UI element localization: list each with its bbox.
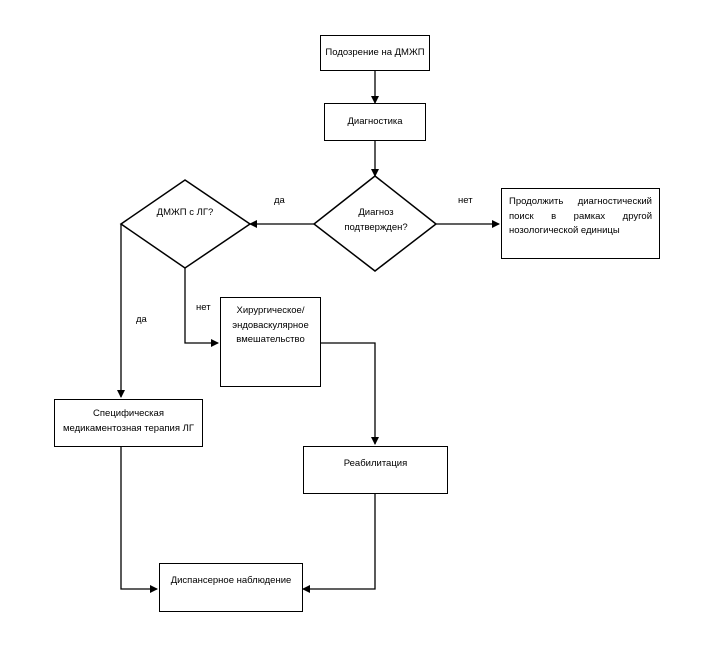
node-dispensary-label: Диспансерное наблюдение <box>170 575 292 586</box>
edge-rehab-dispensary <box>302 494 376 593</box>
edge-label-yes-vsdph: да <box>274 195 285 206</box>
node-rehabilitation-label: Реабилитация <box>343 458 408 469</box>
node-suspicion-label: Подозрение на ДМЖП <box>325 47 425 58</box>
diamond-vsd-ph <box>119 179 252 269</box>
node-continue-search: Продолжить диагностический поиск в рамка… <box>501 188 660 259</box>
diamond-diagnosis-confirmed <box>312 175 438 272</box>
node-suspicion: Подозрение на ДМЖП <box>320 35 430 71</box>
node-surgery: Хирургическое/ эндоваскулярное вмешатель… <box>220 297 321 387</box>
edge-vsdph-surgery <box>184 268 219 347</box>
edge-therapy-dispensary <box>120 447 158 593</box>
node-diagnostics-label: Диагностика <box>347 116 403 127</box>
node-diagnosis-confirmed-label: Диагноз подтвержден? <box>344 207 408 234</box>
node-rehabilitation: Реабилитация <box>303 446 448 494</box>
node-vsd-ph-label: ДМЖП с ЛГ? <box>156 207 214 218</box>
node-dispensary: Диспансерное наблюдение <box>159 563 303 612</box>
node-specific-therapy: Специфическая медикаментозная терапия ЛГ <box>54 399 203 447</box>
edge-label-no-surgery: нет <box>196 302 211 313</box>
edge-label-no-continue: нет <box>458 195 473 206</box>
edge-surgery-rehab <box>321 342 379 445</box>
node-specific-therapy-label: Специфическая медикаментозная терапия ЛГ <box>63 408 194 434</box>
node-diagnostics: Диагностика <box>324 103 426 141</box>
edge-label-yes-therapy: да <box>136 314 147 325</box>
node-continue-search-label: Продолжить диагностический поиск в рамка… <box>509 196 652 237</box>
node-surgery-label: Хирургическое/ эндоваскулярное вмешатель… <box>232 305 309 346</box>
